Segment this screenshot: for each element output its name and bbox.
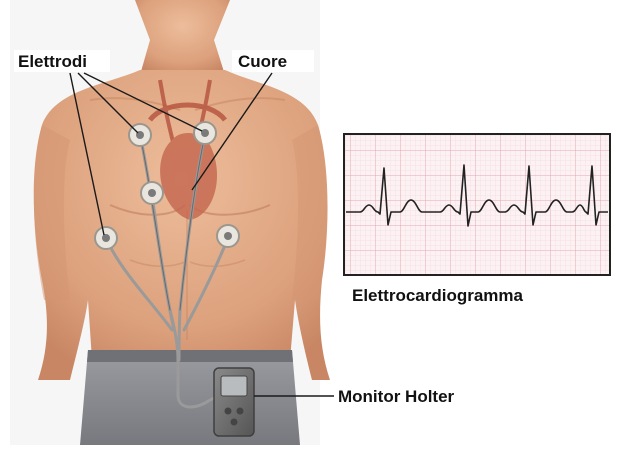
electrode-icon	[194, 122, 216, 144]
ecg-panel	[344, 134, 610, 275]
ecg-label: Elettrocardiogramma	[352, 286, 524, 305]
monitor-label: Monitor Holter	[338, 387, 455, 406]
electrodes-label: Elettrodi	[18, 52, 87, 71]
holter-monitor-icon	[214, 368, 254, 436]
electrode-icon	[141, 182, 163, 204]
electrode-icon	[95, 227, 117, 249]
pants-illustration	[80, 350, 300, 445]
heart-label: Cuore	[238, 52, 287, 71]
electrode-icon	[217, 225, 239, 247]
